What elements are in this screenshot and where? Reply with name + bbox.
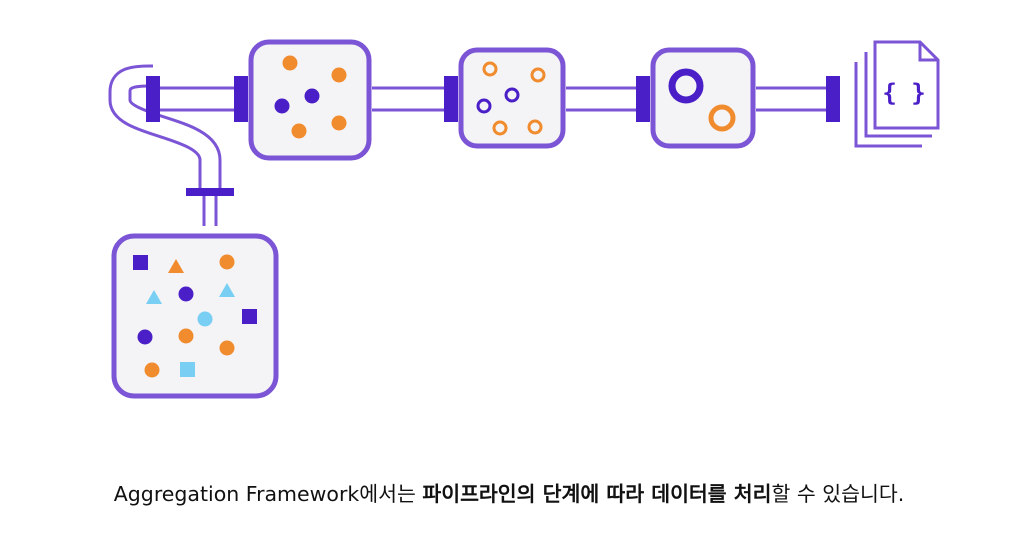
curved-input-pipe bbox=[108, 64, 234, 226]
pipe-segment-4 bbox=[756, 76, 840, 122]
pipe-segment-1 bbox=[146, 76, 248, 122]
circle-doc bbox=[144, 362, 160, 378]
circle-doc bbox=[197, 311, 213, 327]
aggregation-pipeline-diagram: { } bbox=[108, 39, 940, 399]
json-braces-label: { } bbox=[882, 79, 925, 107]
stage-1-box bbox=[248, 39, 372, 161]
pipe-segment-3 bbox=[566, 76, 650, 122]
pipe-segment-2 bbox=[372, 76, 458, 122]
caption-suffix: 할 수 있습니다. bbox=[771, 482, 905, 506]
caption-bold: 파이프라인의 단계에 따라 데이터를 처리 bbox=[422, 482, 772, 506]
stage-3-box bbox=[650, 47, 756, 149]
source-collection-box bbox=[111, 233, 279, 399]
json-document-icon: { } bbox=[854, 40, 940, 148]
circle-doc bbox=[137, 329, 153, 345]
square-doc bbox=[242, 309, 257, 324]
circle-doc bbox=[219, 254, 235, 270]
triangle-doc bbox=[219, 283, 235, 297]
caption-prefix: Aggregation Framework에서는 bbox=[113, 482, 423, 506]
circle-doc bbox=[219, 340, 235, 356]
square-doc bbox=[133, 255, 148, 270]
caption: Aggregation Framework에서는 파이프라인의 단계에 따라 데… bbox=[0, 477, 1018, 507]
circle-doc bbox=[178, 328, 194, 344]
square-doc bbox=[180, 362, 195, 377]
stage-2-box bbox=[458, 47, 566, 149]
circle-doc bbox=[178, 286, 194, 302]
triangle-doc bbox=[146, 290, 162, 304]
triangle-doc bbox=[168, 259, 184, 273]
